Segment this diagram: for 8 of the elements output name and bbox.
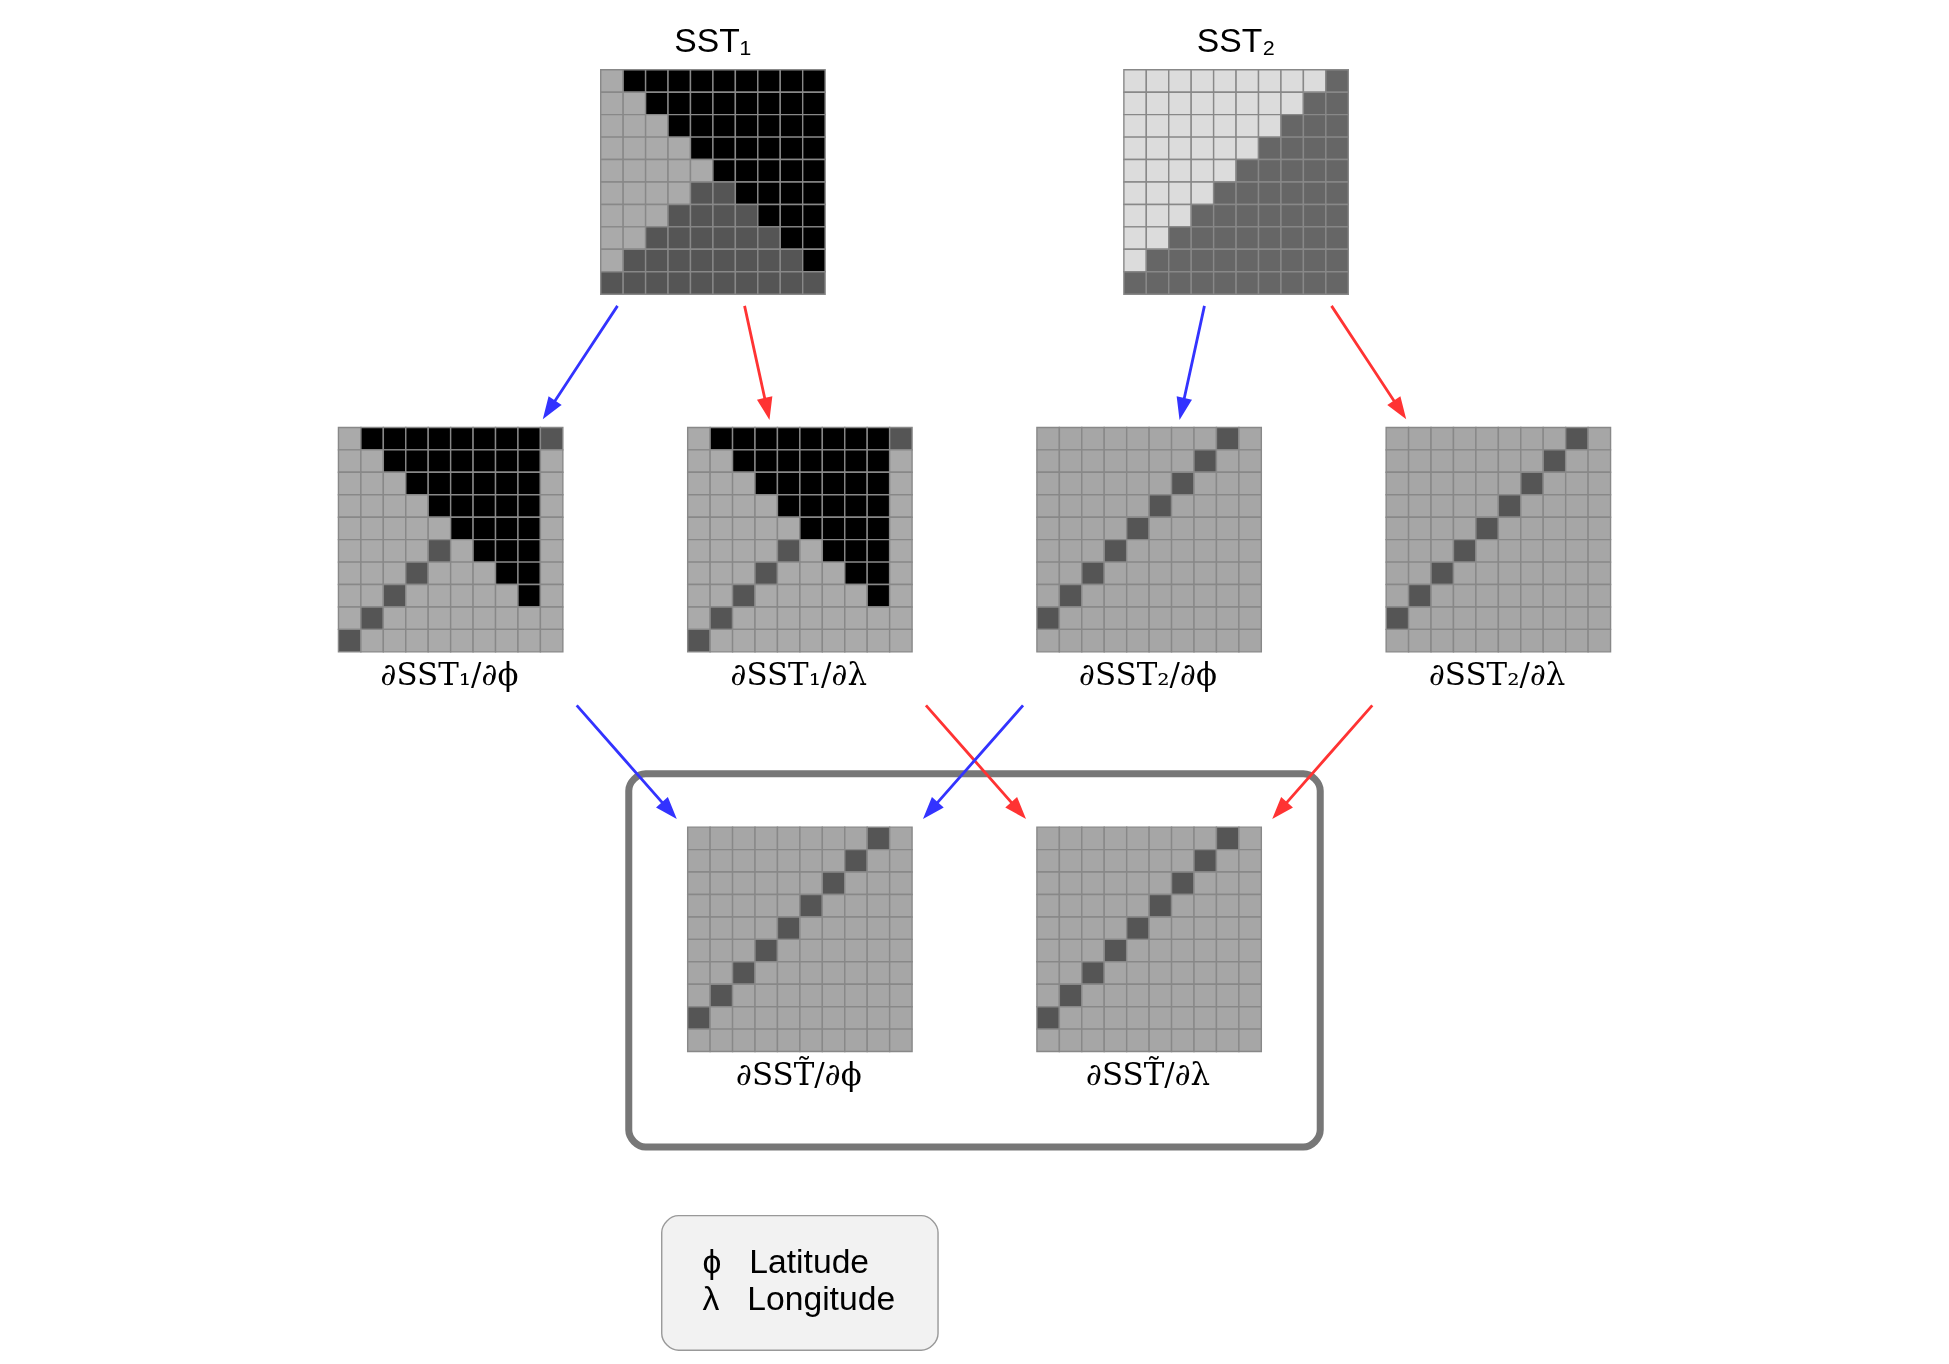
node-label: ∂SST̃/∂λ <box>1086 1055 1211 1092</box>
node-label: ∂SST₂/∂λ <box>1428 655 1566 692</box>
node-label: ∂SST₁/∂λ <box>730 655 867 692</box>
node-label: SST₂ <box>1196 21 1276 59</box>
node-label: ∂SST̃/∂ϕ <box>736 1055 862 1092</box>
node-label: ∂SST₂/∂ϕ <box>1078 655 1217 692</box>
node-label: SST₁ <box>674 21 752 59</box>
node-label: ∂SST₁/∂ϕ <box>380 655 519 692</box>
